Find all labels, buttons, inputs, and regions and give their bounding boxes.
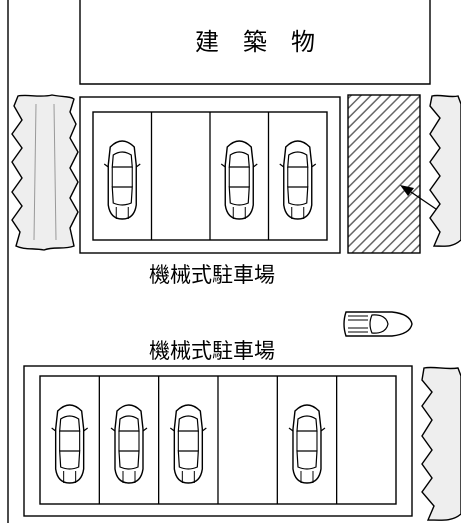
upper-parking-slots bbox=[103, 112, 317, 240]
lower-slot-1 bbox=[50, 404, 89, 484]
upper-slot-1 bbox=[103, 140, 141, 220]
upper-parking-area bbox=[79, 96, 341, 254]
upper-parking-label: 機械式駐車場 bbox=[149, 263, 275, 287]
lower-parking-slots bbox=[50, 376, 338, 504]
car-icon bbox=[288, 404, 326, 484]
tree-hedge-left-icon bbox=[11, 94, 79, 251]
car-icon bbox=[103, 140, 141, 220]
lower-parking-label: 機械式駐車場 bbox=[149, 339, 275, 363]
upper-slot-4 bbox=[267, 112, 317, 240]
car-icon bbox=[220, 140, 258, 220]
lower-slot-3 bbox=[158, 376, 208, 504]
car-icon bbox=[279, 140, 317, 220]
lower-slot-2 bbox=[98, 376, 148, 504]
hatched-area bbox=[347, 94, 421, 254]
car-icon bbox=[169, 404, 208, 484]
tree-hedge-right-icon bbox=[429, 94, 461, 247]
building-label: 建 築 物 bbox=[195, 28, 315, 56]
lower-parking-area bbox=[23, 365, 413, 517]
upper-slot-3 bbox=[209, 112, 258, 240]
car-icon bbox=[50, 404, 89, 484]
car-icon bbox=[110, 404, 148, 484]
lower-slot-5 bbox=[276, 376, 326, 504]
building: 建 築 物 bbox=[79, 0, 431, 85]
car-icon bbox=[343, 311, 413, 337]
tree-hedge-lower-right-icon bbox=[421, 366, 461, 521]
